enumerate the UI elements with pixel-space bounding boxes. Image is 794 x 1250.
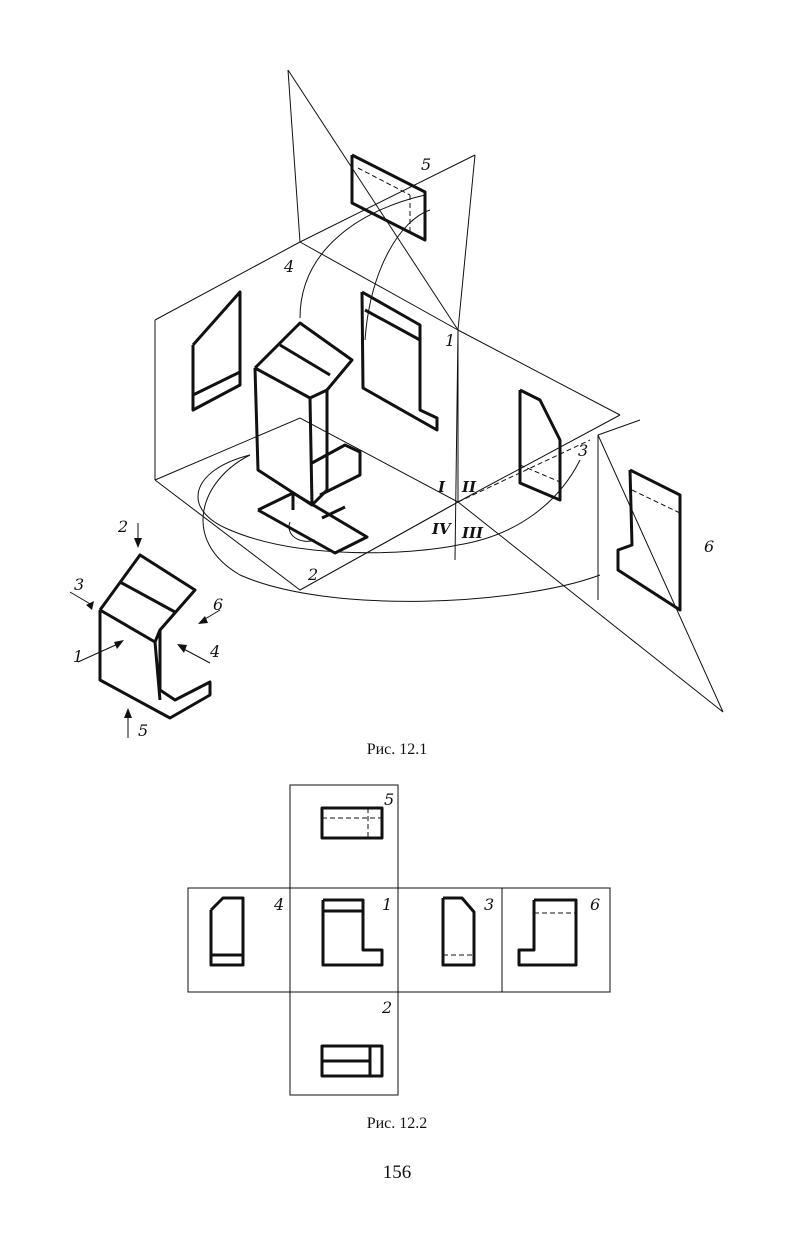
view-5 bbox=[320, 806, 384, 840]
profile-plane bbox=[457, 329, 621, 503]
quadrant-label-II: II bbox=[461, 478, 477, 496]
direction-label-4: 4 bbox=[209, 642, 220, 661]
figure-12-1-caption: Рис. 12.1 bbox=[367, 741, 428, 758]
view-6 bbox=[517, 898, 578, 967]
figure-12-1: 1 2 3 4 5 6 I II III IV 1 2 3 4 5 6 Рис.… bbox=[69, 69, 724, 758]
plane-label-2: 2 bbox=[307, 565, 318, 584]
figure-12-2-caption: Рис. 12.2 bbox=[367, 1115, 428, 1132]
direction-object bbox=[98, 553, 212, 720]
quadrant-label-III: III bbox=[461, 524, 484, 542]
rotation-arcs bbox=[197, 194, 601, 602]
page-number: 156 bbox=[383, 1162, 412, 1183]
view-label-6: 6 bbox=[590, 895, 600, 914]
direction-label-2: 2 bbox=[117, 517, 128, 536]
bottom-view-projection bbox=[257, 491, 369, 555]
plane-label-4: 4 bbox=[283, 257, 294, 276]
plane-label-6: 6 bbox=[704, 537, 714, 556]
view-2 bbox=[320, 1044, 384, 1078]
plane-label-3: 3 bbox=[578, 441, 588, 460]
front-view-projection bbox=[191, 290, 242, 412]
quadrant-label-I: I bbox=[437, 478, 446, 496]
view-1 bbox=[321, 898, 384, 967]
direction-label-5: 5 bbox=[138, 721, 148, 740]
view-label-5: 5 bbox=[384, 790, 394, 809]
views-frame bbox=[187, 784, 611, 1096]
profile-axis bbox=[457, 439, 591, 503]
right-view-projection bbox=[518, 388, 562, 502]
plane-label-1: 1 bbox=[445, 331, 455, 350]
rear-plane bbox=[457, 419, 724, 713]
horizontal-plane bbox=[154, 417, 460, 591]
direction-label-6: 6 bbox=[213, 595, 223, 614]
direction-label-3: 3 bbox=[74, 575, 84, 594]
left-view-projection bbox=[360, 290, 439, 432]
figure-12-2: 5 4 1 3 6 2 Рис. 12.2 bbox=[187, 784, 611, 1132]
view-4 bbox=[209, 896, 245, 967]
frontal-plane bbox=[154, 241, 459, 480]
quadrant-label-IV: IV bbox=[431, 520, 452, 538]
main-object bbox=[253, 321, 362, 507]
view-label-4: 4 bbox=[273, 895, 284, 914]
direction-label-1: 1 bbox=[73, 647, 83, 666]
view-label-3: 3 bbox=[484, 895, 494, 914]
direction-arrows bbox=[69, 523, 221, 738]
view-label-1: 1 bbox=[382, 895, 392, 914]
rear-view-projection bbox=[616, 468, 682, 612]
upper-plane bbox=[287, 69, 476, 561]
top-view-projection bbox=[350, 153, 427, 242]
view-label-2: 2 bbox=[381, 998, 392, 1017]
plane-label-5: 5 bbox=[421, 155, 431, 174]
view-3 bbox=[441, 896, 476, 967]
